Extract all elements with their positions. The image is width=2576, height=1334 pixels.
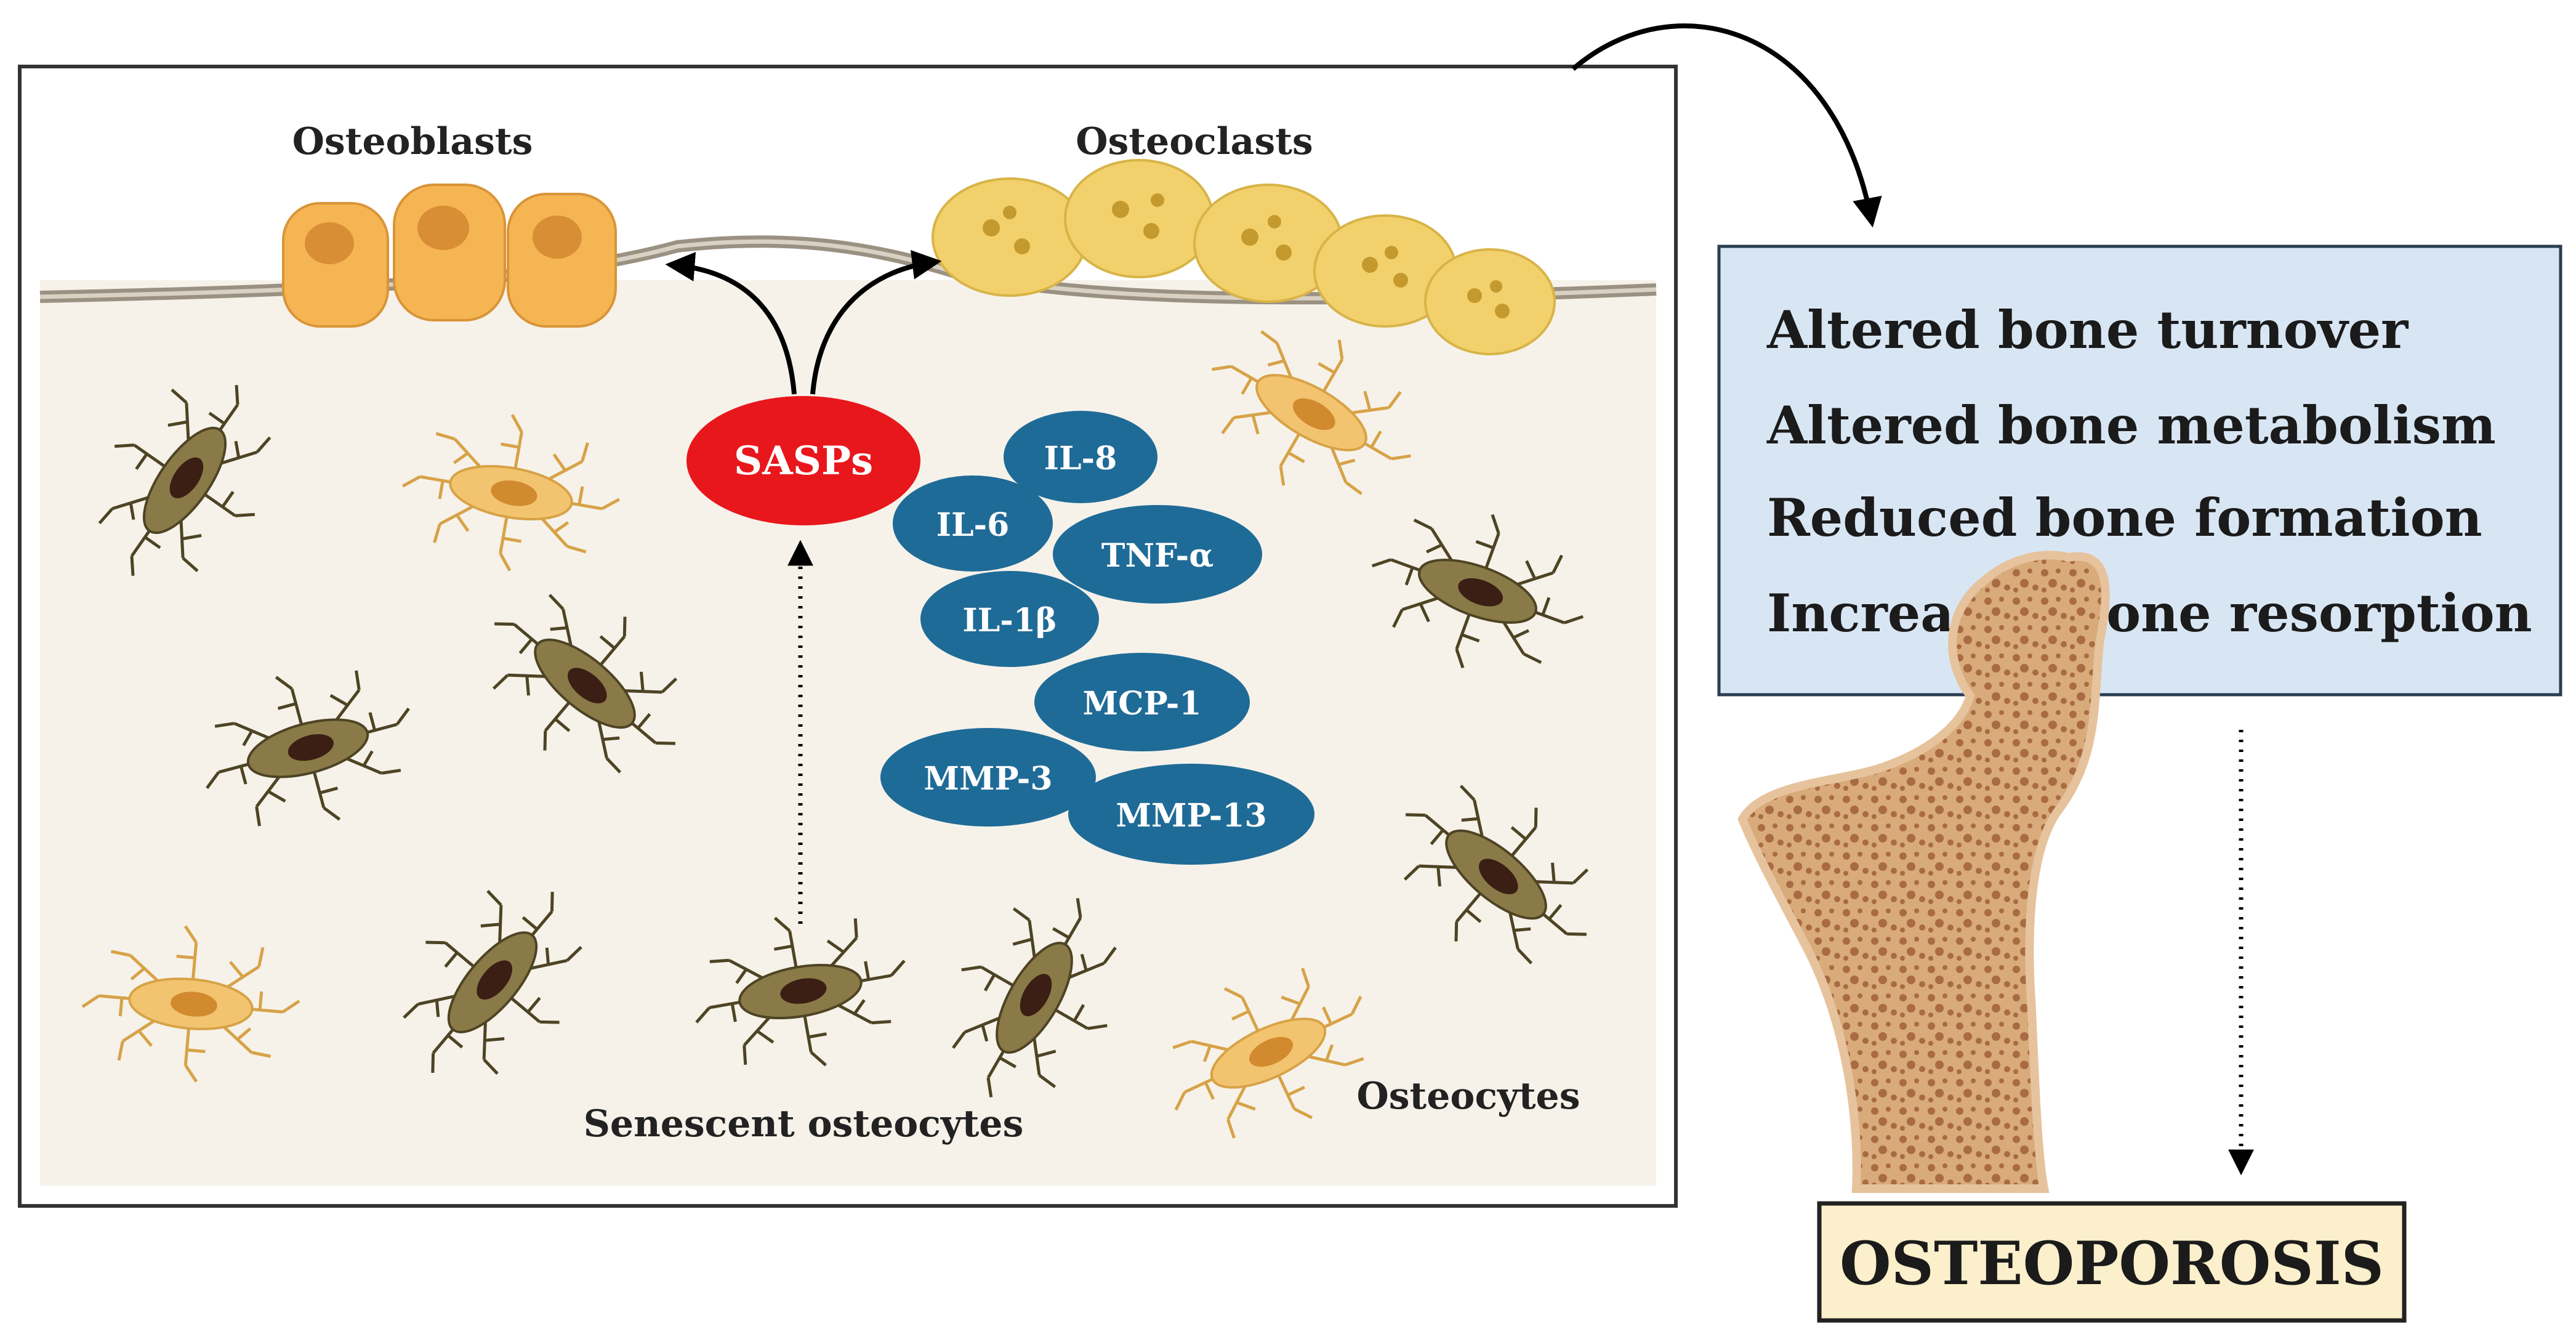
cytokine-tnf	[1053, 505, 1262, 604]
osteocyte-cell	[81, 925, 300, 1083]
cytokine-mmp13	[1068, 764, 1314, 865]
cytokine-mmp3	[880, 728, 1096, 827]
senescent-osteocyte-cell	[492, 594, 678, 774]
senescent-osteocyte-cell	[98, 385, 272, 576]
senescent-osteocyte-cell	[206, 670, 410, 827]
osteocyte-cell	[1172, 968, 1364, 1139]
osteoporosis-label: OSTEOPOROSIS	[1840, 1229, 2384, 1298]
cytokine-label: TNF-α	[1101, 537, 1214, 575]
osteoclasts-label: Osteoclasts	[1076, 120, 1313, 163]
senescent-osteocyte-cell	[952, 898, 1117, 1098]
osteocyte-cells	[81, 330, 1589, 1139]
osteoblast-cells	[282, 184, 617, 328]
arrow-to-osteoclasts	[810, 249, 942, 395]
cytokine-il6	[893, 475, 1053, 572]
effect-item: Altered bone turnover	[1766, 299, 2409, 360]
effect-item: Altered bone metabolism	[1766, 395, 2496, 456]
cytokine-il1b	[920, 571, 1099, 667]
cytokine-label: MCP-1	[1083, 685, 1202, 722]
senescent-osteocyte-cell	[695, 916, 906, 1067]
osteoblast-cell	[282, 202, 389, 328]
effect-item: Increased bone resorption	[1767, 583, 2532, 644]
cytokine-mcp1	[1034, 653, 1250, 751]
senescent-osteocyte-cell	[1371, 514, 1584, 669]
osteoclast-cells	[932, 159, 1556, 355]
cytokine-labels: IL-8 IL-6 TNF-α IL-1β MCP-1 MMP-3 MMP-13	[924, 440, 1266, 835]
osteoblast-cell	[507, 193, 617, 328]
osteocyte-cell	[401, 414, 621, 572]
panel-to-effects-arrow	[1571, 23, 1882, 228]
effects-box: Altered bone turnover Altered bone metab…	[1717, 245, 2562, 697]
cytokine-label: MMP-3	[924, 760, 1052, 798]
osteocyte-cell	[1212, 330, 1411, 495]
sasps-to-cells-arrows	[665, 249, 942, 395]
arrow-to-osteoblasts	[665, 252, 797, 395]
cytokine-cluster	[880, 411, 1314, 865]
osteoblasts-label: Osteoblasts	[292, 120, 533, 163]
osteoporosis-box: OSTEOPOROSIS	[1817, 1201, 2407, 1323]
senescent-osteocytes-label: Senescent osteocytes	[584, 1102, 1024, 1146]
cytokine-label: IL-6	[936, 506, 1010, 544]
senescent-osteocyte-cell	[403, 889, 582, 1075]
sasps-label: SASPs	[734, 438, 873, 484]
osteoblast-cell	[393, 184, 506, 321]
cytokine-label: IL-1β	[962, 602, 1057, 639]
cytokine-il8	[1004, 411, 1157, 503]
osteocytes-label: Osteocytes	[1356, 1075, 1580, 1118]
femur-bone-illustration	[1737, 551, 2110, 1193]
cytokine-label: MMP-13	[1116, 797, 1266, 835]
sasps-node: SASPs	[686, 396, 920, 525]
senescent-osteocyte-cell	[1403, 785, 1589, 964]
effect-item: Reduced bone formation	[1767, 487, 2482, 548]
cytokine-label: IL-8	[1044, 440, 1117, 477]
